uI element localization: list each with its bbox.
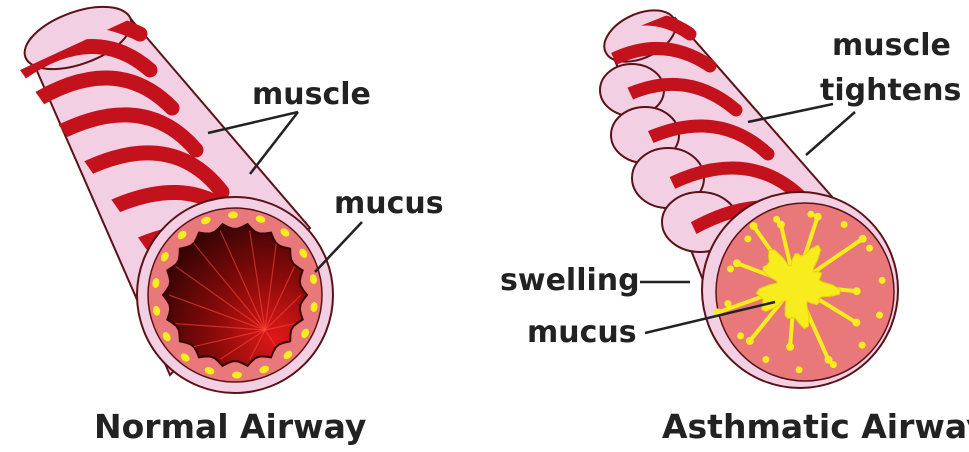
asthmatic-airway: muscle tightens swelling mucus Asthmatic… xyxy=(500,0,969,446)
asthmatic-tightens-label: tightens xyxy=(820,73,961,108)
normal-airway-caption: Normal Airway xyxy=(94,407,366,446)
normal-cross-section xyxy=(137,197,333,393)
mucus-dot xyxy=(727,265,734,272)
mucus-dot xyxy=(744,235,751,242)
mucus-tendril-tip xyxy=(777,221,785,229)
mucus-tendril-tip xyxy=(859,235,867,243)
asthmatic-mucus-label: mucus xyxy=(527,315,637,350)
mucus-tendril-tip xyxy=(746,337,754,345)
mucus-tendril-tip xyxy=(853,287,861,295)
normal-mucus-label: mucus xyxy=(334,186,444,221)
mucus-dot xyxy=(876,312,883,319)
mucus-dot xyxy=(879,277,886,284)
mucus-dot xyxy=(866,245,873,252)
mucus-dot xyxy=(859,342,866,349)
mucus-tendril-tip xyxy=(852,319,860,327)
mucus-tendril-tip xyxy=(786,343,794,351)
mucus-dot xyxy=(841,221,848,228)
mucus-tendril-tip xyxy=(814,213,822,221)
mucus-tendril-tip xyxy=(825,356,833,364)
normal-muscle-label: muscle xyxy=(252,77,371,112)
mucus-dot xyxy=(796,366,803,373)
asthmatic-muscle-label: muscle xyxy=(832,28,951,63)
asthmatic-cross-section xyxy=(702,192,898,388)
mucus-tendril-tip xyxy=(733,259,741,267)
asthmatic-swelling-label: swelling xyxy=(500,263,640,298)
mucus-dot xyxy=(807,211,814,218)
mucus-dot xyxy=(762,356,769,363)
mucus-dot xyxy=(737,332,744,339)
normal-airway: muscle mucus Normal Airway xyxy=(16,0,443,446)
mucus-tendril-tip xyxy=(750,222,758,230)
asthmatic-airway-caption: Asthmatic Airway xyxy=(662,407,969,446)
